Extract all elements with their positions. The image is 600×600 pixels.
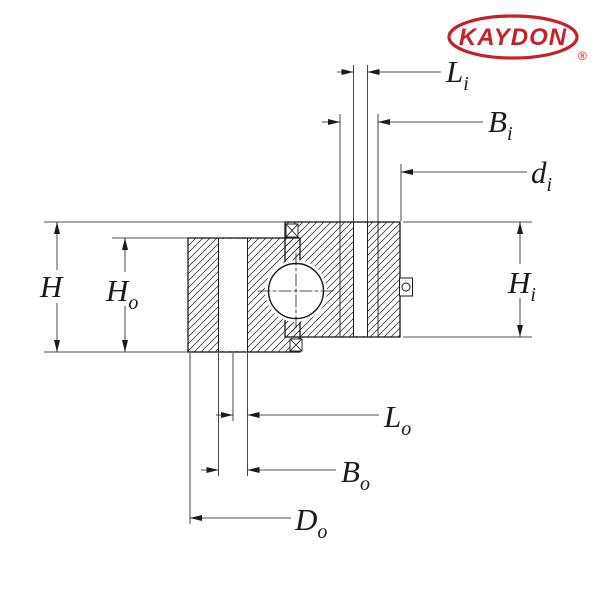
label-bo: Bo (341, 454, 370, 495)
grease-fitting (399, 277, 413, 297)
inner-ring-bolt-hole (353, 221, 368, 338)
label-do: Do (294, 502, 327, 543)
label-ho: Ho (105, 273, 138, 314)
inner-ring-feature-lines (339, 221, 379, 338)
bearing-cross-section (187, 221, 413, 353)
lower-seal (289, 338, 303, 352)
dimension-lines (54, 69, 527, 521)
label-bi: Bi (488, 104, 513, 145)
registered-trademark-icon: ® (578, 49, 587, 63)
label-li: Li (445, 54, 469, 95)
logo-oval (447, 14, 579, 60)
label-lo: Lo (383, 399, 411, 440)
kaydon-logo: KAYDON ® (447, 14, 587, 63)
logo-text: KAYDON (459, 24, 567, 51)
label-h: H (39, 269, 64, 304)
label-di: di (531, 155, 552, 196)
outer-ring-bolt-hole (218, 237, 248, 353)
label-hi: Hi (507, 265, 536, 306)
ball-centerlines (257, 252, 335, 330)
dimension-labels: Li Bi di Hi H Ho Lo Bo Do (39, 54, 552, 543)
upper-seal (285, 223, 299, 238)
